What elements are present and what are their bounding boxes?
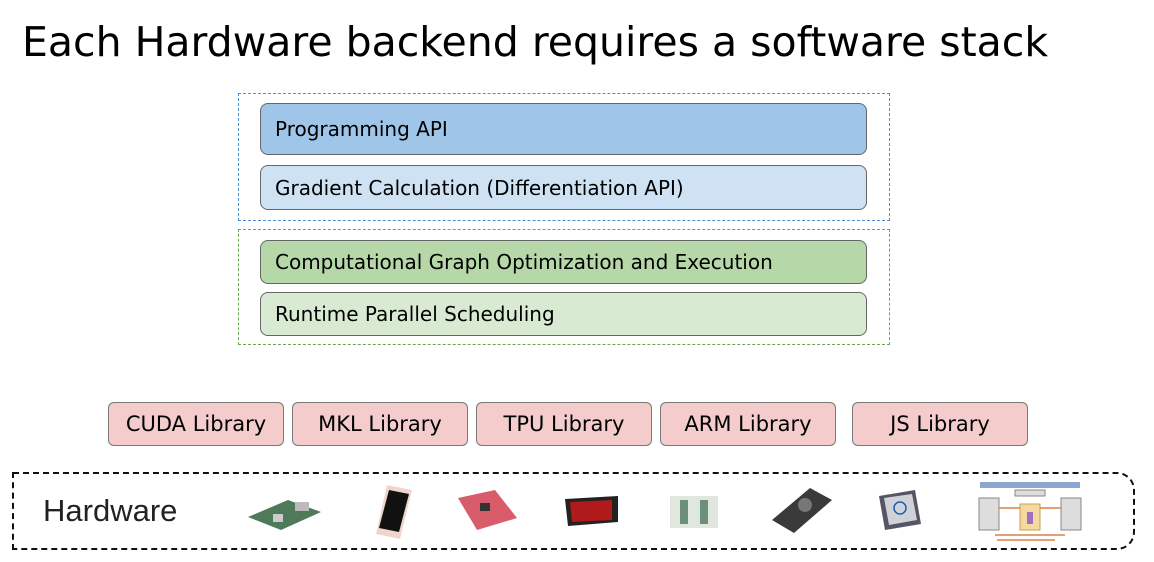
frontend-group bbox=[238, 93, 890, 221]
nvidia-gpu-icon bbox=[772, 488, 832, 533]
intel-xeon-cpu-icon bbox=[879, 490, 921, 530]
arm-library: ARM Library bbox=[660, 402, 836, 446]
tpu-board-icon bbox=[670, 496, 718, 528]
amd-gpu-icon bbox=[565, 496, 618, 526]
cuda-library: CUDA Library bbox=[108, 402, 284, 446]
tpu-library: TPU Library bbox=[476, 402, 652, 446]
graph-optimization-layer: Computational Graph Optimization and Exe… bbox=[260, 240, 867, 284]
accelerator-diagram-icon bbox=[978, 482, 1082, 541]
raspberry-pi-icon bbox=[248, 500, 321, 530]
hardware-group bbox=[12, 472, 1135, 550]
fpga-board-icon bbox=[458, 490, 517, 530]
slide-title: Each Hardware backend requires a softwar… bbox=[22, 18, 1049, 66]
mkl-library: MKL Library bbox=[292, 402, 468, 446]
hardware-label: Hardware bbox=[43, 493, 178, 528]
gradient-calculation-layer: Gradient Calculation (Differentiation AP… bbox=[260, 165, 867, 210]
runtime-scheduling-layer: Runtime Parallel Scheduling bbox=[260, 292, 867, 336]
backend-group bbox=[238, 229, 890, 345]
programming-api-layer: Programming API bbox=[260, 103, 867, 155]
js-library: JS Library bbox=[852, 402, 1028, 446]
smartphone-icon bbox=[376, 485, 412, 539]
